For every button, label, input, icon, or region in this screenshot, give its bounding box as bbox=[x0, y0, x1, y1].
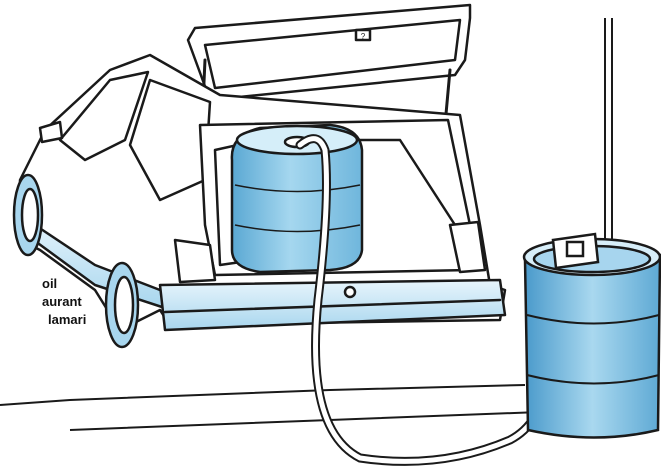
side-mirror bbox=[40, 122, 62, 142]
license-light bbox=[345, 287, 355, 297]
drum-body bbox=[525, 255, 660, 438]
steel-drum bbox=[524, 234, 660, 438]
caption-text: oil aurant lamari bbox=[0, 275, 120, 329]
hatch-latch-symbol: ? bbox=[361, 32, 366, 41]
floor-line bbox=[0, 385, 525, 405]
caption-line-1: oil bbox=[0, 275, 120, 293]
left-tail-light bbox=[175, 240, 215, 282]
floor-line-2 bbox=[70, 412, 540, 430]
caption-line-2: aurant bbox=[0, 293, 120, 311]
caption-line-3: lamari bbox=[0, 311, 120, 329]
front-wheel bbox=[14, 175, 42, 255]
pump-window bbox=[567, 242, 583, 256]
